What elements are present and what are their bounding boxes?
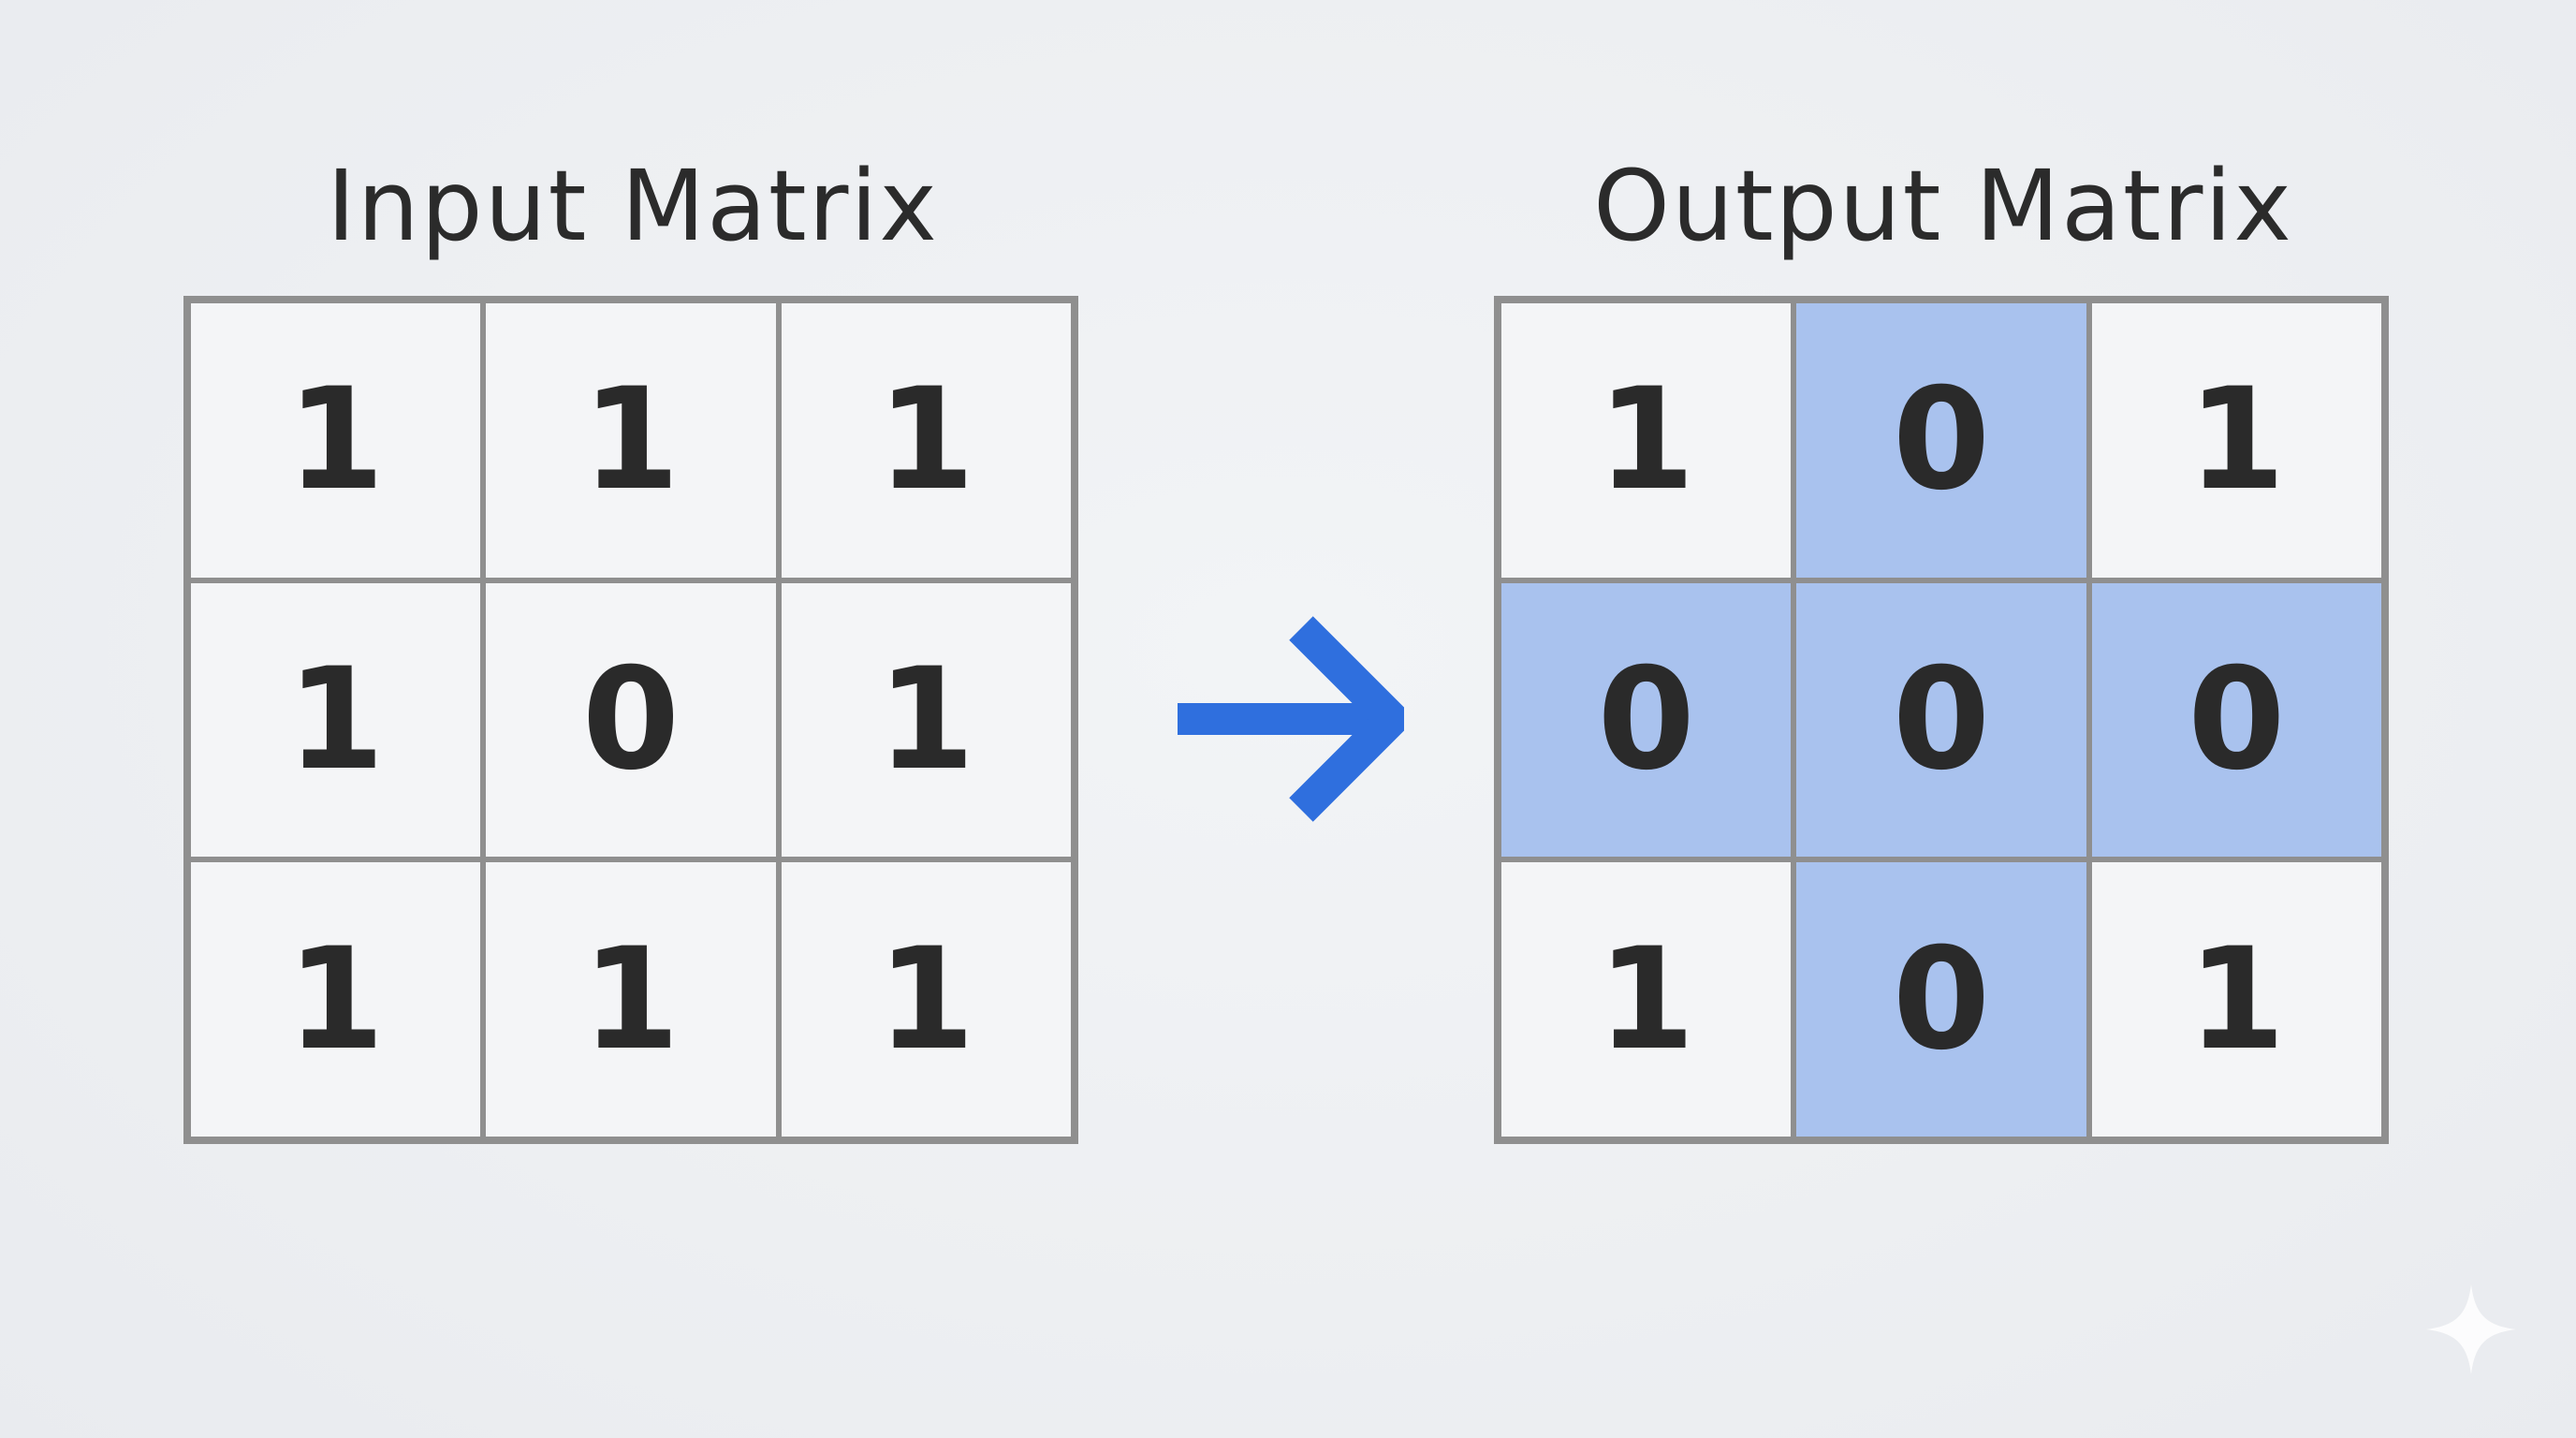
sparkle-icon	[2426, 1284, 2516, 1374]
input-cell: 1	[188, 859, 484, 1139]
input-matrix-grid: 1 1 1 1 0 1 1 1 1	[183, 296, 1078, 1144]
input-cell: 0	[483, 580, 779, 860]
input-matrix-title: Input Matrix	[327, 149, 939, 263]
input-cell: 1	[778, 859, 1074, 1139]
right-arrow-icon	[1178, 616, 1404, 822]
input-cell: 1	[188, 580, 484, 860]
output-cell: 0	[2088, 580, 2384, 860]
output-cell: 0	[1793, 301, 2089, 580]
output-matrix-title: Output Matrix	[1593, 149, 2293, 263]
output-cell: 0	[1793, 580, 2089, 860]
output-cell: 1	[1499, 859, 1794, 1139]
input-cell: 1	[483, 301, 779, 580]
output-cell: 1	[1499, 301, 1794, 580]
input-cell: 1	[483, 859, 779, 1139]
output-matrix-grid: 1 0 1 0 0 0 1 0 1	[1494, 296, 2389, 1144]
input-cell: 1	[778, 580, 1074, 860]
input-cell: 1	[778, 301, 1074, 580]
output-cell: 1	[2088, 301, 2384, 580]
output-cell: 0	[1499, 580, 1794, 860]
output-cell: 0	[1793, 859, 2089, 1139]
input-cell: 1	[188, 301, 484, 580]
output-cell: 1	[2088, 859, 2384, 1139]
